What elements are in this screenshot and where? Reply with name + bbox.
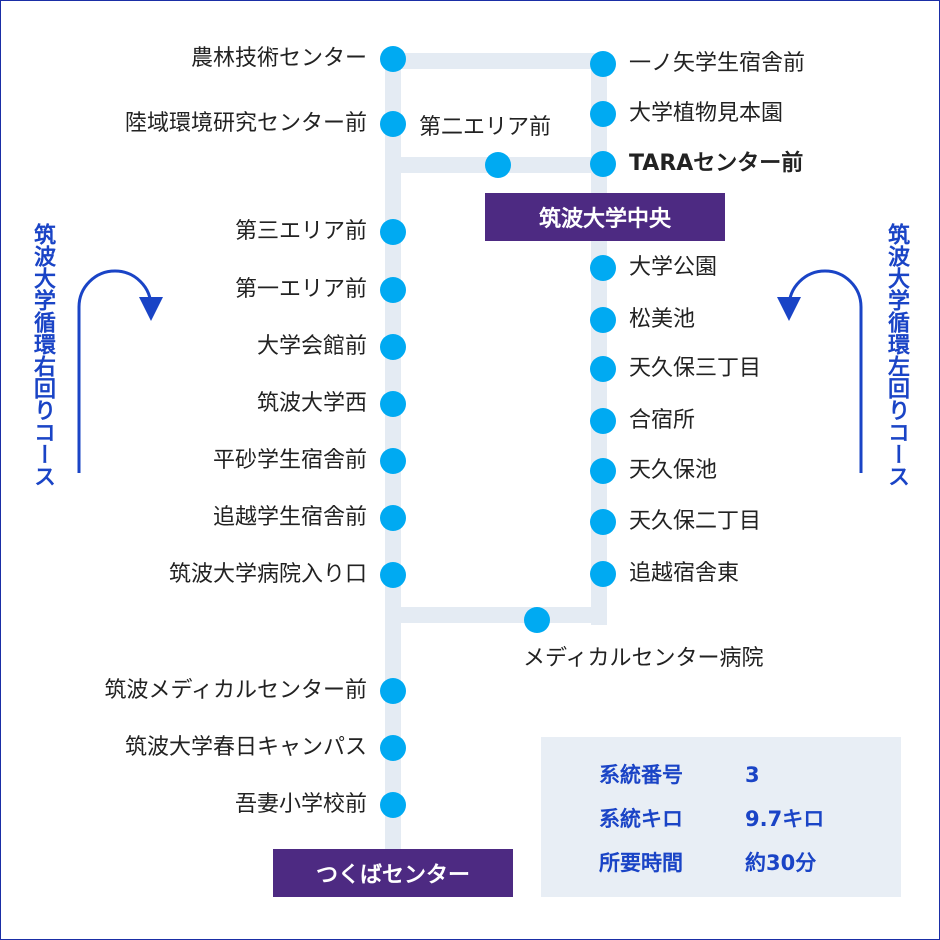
course-label-left-loop: 筑波大学循環左回りコース bbox=[884, 223, 909, 487]
course-label-right-loop: 筑波大学循環右回りコース bbox=[30, 223, 55, 487]
route-info-box: 系統番号 3 系統キロ 9.7キロ 所要時間 約30分 bbox=[541, 737, 901, 897]
stop-marker-left-4[interactable] bbox=[380, 277, 406, 303]
terminal-tsukuba-univ-central[interactable]: 筑波大学中央 bbox=[485, 193, 725, 241]
stop-marker-second-area[interactable] bbox=[485, 152, 511, 178]
info-key: 系統番号 bbox=[599, 763, 683, 787]
info-key: 系統キロ bbox=[599, 807, 683, 831]
stop-label-left-3: 第三エリア前 bbox=[234, 219, 367, 244]
stop-marker-right-4[interactable] bbox=[590, 255, 616, 281]
stop-marker-right-1[interactable] bbox=[590, 51, 616, 77]
stop-marker-right-9[interactable] bbox=[590, 509, 616, 535]
stop-marker-left-5[interactable] bbox=[380, 334, 406, 360]
stop-marker-right-7[interactable] bbox=[590, 408, 616, 434]
track-right-trunk bbox=[591, 53, 607, 625]
stop-marker-right-2[interactable] bbox=[590, 101, 616, 127]
stop-label-left-5: 大学会館前 bbox=[256, 334, 367, 359]
stop-label-medical-hospital: メディカルセンター病院 bbox=[523, 646, 764, 671]
stop-marker-right-10[interactable] bbox=[590, 561, 616, 587]
stop-label-left-11: 筑波大学春日キャンパス bbox=[124, 735, 367, 760]
stop-marker-left-12[interactable] bbox=[380, 792, 406, 818]
stop-marker-left-2[interactable] bbox=[380, 111, 406, 137]
stop-marker-left-3[interactable] bbox=[380, 219, 406, 245]
stop-label-left-2: 陸域環境研究センター前 bbox=[124, 111, 367, 136]
stop-marker-left-7[interactable] bbox=[380, 448, 406, 474]
stop-label-right-8: 天久保池 bbox=[629, 458, 718, 483]
stop-marker-left-6[interactable] bbox=[380, 391, 406, 417]
stop-marker-right-3[interactable] bbox=[590, 151, 616, 177]
stop-label-left-10: 筑波メディカルセンター前 bbox=[104, 678, 367, 703]
stop-label-second-area: 第二エリア前 bbox=[419, 115, 552, 140]
stop-label-right-6: 天久保三丁目 bbox=[629, 356, 762, 381]
stop-label-right-10: 追越宿舎東 bbox=[629, 561, 740, 586]
stop-label-right-3: TARAセンター前 bbox=[629, 151, 804, 176]
stop-label-right-1: 一ノ矢学生宿舎前 bbox=[629, 51, 806, 76]
stop-marker-left-1[interactable] bbox=[380, 46, 406, 72]
stop-marker-left-9[interactable] bbox=[380, 562, 406, 588]
stop-label-left-12: 吾妻小学校前 bbox=[234, 792, 367, 817]
track-top-link bbox=[385, 53, 607, 69]
stop-marker-right-8[interactable] bbox=[590, 458, 616, 484]
stop-marker-right-5[interactable] bbox=[590, 307, 616, 333]
stop-marker-right-6[interactable] bbox=[590, 356, 616, 382]
stop-label-left-7: 平砂学生宿舎前 bbox=[212, 448, 367, 473]
stop-label-right-5: 松美池 bbox=[629, 307, 696, 332]
stop-marker-left-10[interactable] bbox=[380, 678, 406, 704]
stop-label-left-9: 筑波大学病院入り口 bbox=[168, 562, 367, 587]
stop-label-left-1: 農林技術センター bbox=[190, 46, 367, 71]
counterclockwise-arrow-icon bbox=[777, 269, 863, 473]
stop-label-right-4: 大学公園 bbox=[629, 255, 718, 280]
info-value: 9.7キロ bbox=[745, 807, 825, 831]
stop-marker-left-8[interactable] bbox=[380, 505, 406, 531]
stop-label-left-8: 追越学生宿舎前 bbox=[212, 505, 367, 530]
info-value: 約30分 bbox=[745, 851, 817, 875]
stop-label-right-2: 大学植物見本園 bbox=[629, 101, 784, 126]
clockwise-arrow-icon bbox=[77, 269, 163, 473]
stop-label-left-6: 筑波大学西 bbox=[256, 391, 367, 416]
info-value: 3 bbox=[745, 763, 760, 787]
stop-marker-medical-hospital[interactable] bbox=[524, 607, 550, 633]
info-key: 所要時間 bbox=[599, 851, 683, 875]
stop-label-right-7: 合宿所 bbox=[629, 408, 696, 433]
stop-label-left-4: 第一エリア前 bbox=[234, 277, 367, 302]
stop-label-right-9: 天久保二丁目 bbox=[629, 509, 762, 534]
track-medical-link bbox=[385, 607, 607, 623]
stop-marker-left-11[interactable] bbox=[380, 735, 406, 761]
terminal-tsukuba-center[interactable]: つくばセンター bbox=[273, 849, 513, 897]
